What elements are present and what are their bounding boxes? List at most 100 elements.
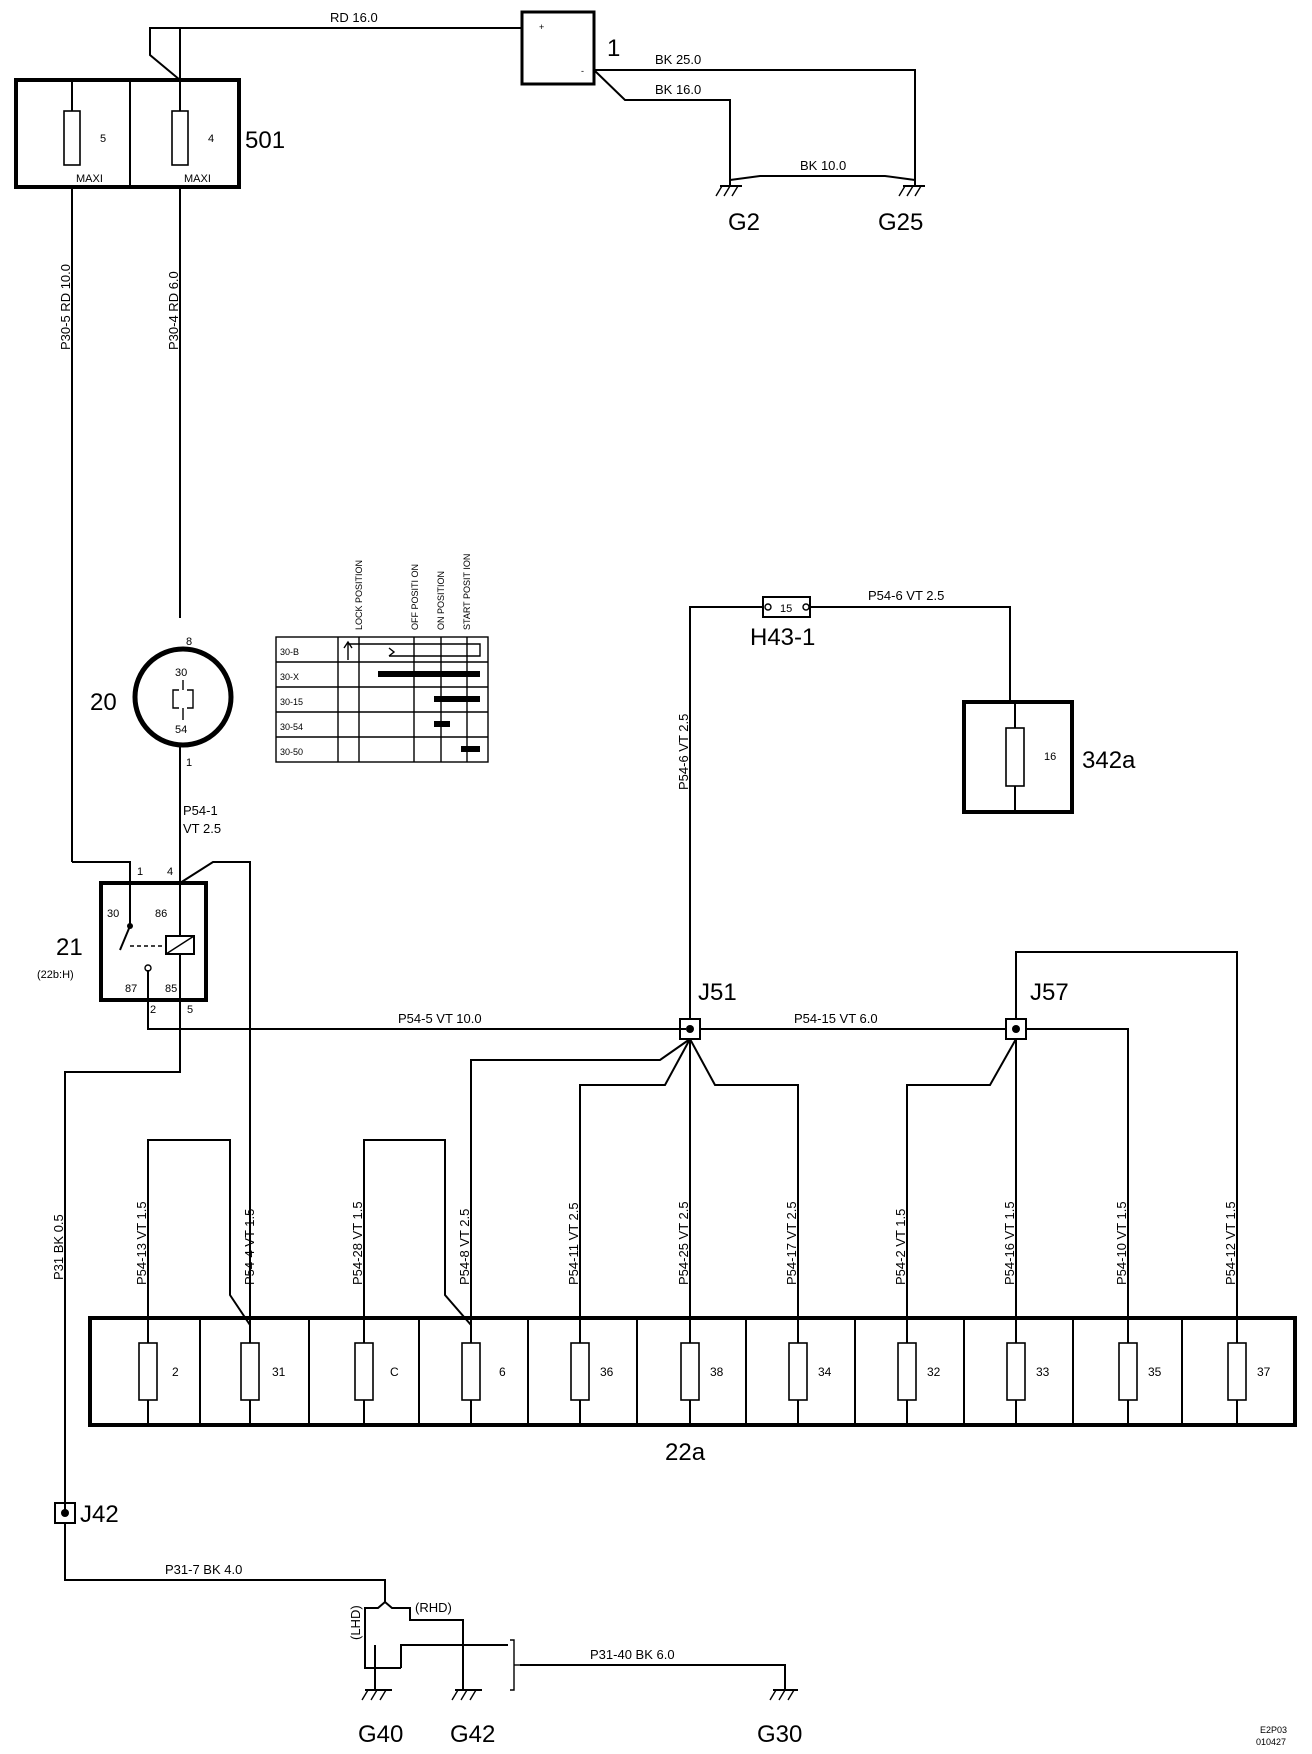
ignition-switch-20: 8 30 54 1 20 <box>90 636 234 769</box>
fuse-22a-34: 34 <box>788 1318 832 1425</box>
svg-text:P54-16 VT 1.5: P54-16 VT 1.5 <box>1002 1201 1017 1285</box>
ground-g42: G42 <box>450 1680 495 1748</box>
svg-text:P54-28 VT 1.5: P54-28 VT 1.5 <box>350 1201 365 1285</box>
svg-text:ON POSITION: ON POSITION <box>436 571 446 630</box>
svg-text:C: C <box>390 1365 399 1379</box>
svg-text:30-X: 30-X <box>280 672 299 682</box>
fuse-box-22a-id: 22a <box>665 1439 706 1466</box>
svg-text:16: 16 <box>1044 751 1056 763</box>
svg-text:P54-8 VT 2.5: P54-8 VT 2.5 <box>457 1209 472 1285</box>
fuse-22a-36: 36 <box>570 1318 614 1425</box>
svg-text:P31-40 BK 6.0: P31-40 BK 6.0 <box>590 1647 675 1662</box>
svg-text:2: 2 <box>150 1004 156 1016</box>
svg-text:30-B: 30-B <box>280 647 299 657</box>
wire-p54-6-horizontal <box>810 606 1011 702</box>
svg-text:J42: J42 <box>80 1501 119 1528</box>
ground-g30: G30 <box>757 1689 802 1748</box>
svg-text:21: 21 <box>56 934 83 961</box>
svg-text:87: 87 <box>125 983 137 995</box>
svg-text:P54-10 VT 1.5: P54-10 VT 1.5 <box>1114 1201 1129 1285</box>
svg-text:P54-11 VT 2.5: P54-11 VT 2.5 <box>566 1202 581 1285</box>
svg-text:BK 25.0: BK 25.0 <box>655 52 701 67</box>
fuse-22a-37: 37 <box>1227 1318 1271 1425</box>
svg-text:P31-7 BK 4.0: P31-7 BK 4.0 <box>165 1562 242 1577</box>
svg-text:34: 34 <box>818 1365 832 1379</box>
ground-g40: G40 <box>358 1680 403 1748</box>
svg-text:37: 37 <box>1257 1365 1271 1379</box>
switch-position-table: 30-B 30-X 30-15 30-54 30-50 LOCK POSITIO… <box>275 554 489 763</box>
svg-text:MAXI: MAXI <box>76 173 103 185</box>
svg-text:6: 6 <box>499 1365 506 1379</box>
fuse-22a-c: C <box>354 1318 399 1425</box>
svg-text:(RHD): (RHD) <box>415 1600 452 1615</box>
svg-text:P54-1: P54-1 <box>183 803 218 818</box>
svg-text:32: 32 <box>927 1365 941 1379</box>
svg-text:P30-4 RD 6.0: P30-4 RD 6.0 <box>166 271 181 350</box>
svg-text:86: 86 <box>155 908 167 920</box>
svg-text:P54-25 VT 2.5: P54-25 VT 2.5 <box>676 1201 691 1285</box>
svg-text:G40: G40 <box>358 1721 403 1748</box>
svg-text:20: 20 <box>90 689 117 716</box>
svg-text:P54-5 VT 10.0: P54-5 VT 10.0 <box>398 1011 482 1026</box>
fuse-22a-31: 31 <box>240 1318 286 1425</box>
svg-text:1: 1 <box>186 757 192 769</box>
fuse-box-22a: 2 31 C 6 36 38 34 32 33 35 37 22a <box>88 1316 1297 1466</box>
svg-text:2: 2 <box>172 1365 179 1379</box>
fuse-342a: 16 342a <box>962 700 1136 814</box>
svg-text:G25: G25 <box>878 209 923 236</box>
svg-text:1: 1 <box>137 866 143 878</box>
relay-21: 1 4 30 86 87 85 2 5 21 (22b:H) <box>37 866 208 1016</box>
svg-text:MAXI: MAXI <box>184 173 211 185</box>
svg-text:-: - <box>581 66 584 76</box>
svg-text:RD 16.0: RD 16.0 <box>330 10 378 25</box>
svg-text:START POSIT ION: START POSIT ION <box>462 554 472 630</box>
svg-text:P54-12 VT 1.5: P54-12 VT 1.5 <box>1223 1201 1238 1285</box>
svg-text:30: 30 <box>107 908 119 920</box>
fuse-box-501-id: 501 <box>245 127 285 154</box>
wire-p54-4 <box>179 861 251 1325</box>
svg-text:H43-1: H43-1 <box>750 624 815 651</box>
wire-bk25 <box>594 69 916 180</box>
drawing-code: E2P03 <box>1260 1725 1287 1735</box>
svg-text:38: 38 <box>710 1365 724 1379</box>
svg-text:BK 16.0: BK 16.0 <box>655 82 701 97</box>
svg-text:J51: J51 <box>698 979 737 1006</box>
svg-text:(22b:H): (22b:H) <box>37 969 74 981</box>
splice-j42: J42 <box>54 1501 119 1528</box>
wire-p54-5 <box>147 1000 686 1030</box>
wire-bk16 <box>593 69 731 180</box>
battery-id: 1 <box>607 35 620 62</box>
connector-h43-1: 15 H43-1 <box>750 596 815 651</box>
fuse-22a-33: 33 <box>1006 1318 1050 1425</box>
wire-p31-7 <box>64 1523 386 1602</box>
svg-text:85: 85 <box>165 983 177 995</box>
svg-text:5: 5 <box>100 133 106 145</box>
svg-text:15: 15 <box>780 603 792 615</box>
maxi-fuse-5 <box>63 110 81 166</box>
svg-text:4: 4 <box>208 133 214 145</box>
svg-text:J57: J57 <box>1030 979 1069 1006</box>
wire-rd16 <box>179 27 522 80</box>
svg-text:4: 4 <box>167 866 173 878</box>
svg-text:33: 33 <box>1036 1365 1050 1379</box>
svg-text:(LHD): (LHD) <box>348 1605 363 1640</box>
svg-text:30-50: 30-50 <box>280 747 303 757</box>
svg-text:30-54: 30-54 <box>280 722 303 732</box>
svg-text:LOCK POSITION: LOCK POSITION <box>354 560 364 630</box>
svg-text:30-15: 30-15 <box>280 697 303 707</box>
ground-g2: G2 <box>715 180 760 236</box>
svg-text:P54-15 VT 6.0: P54-15 VT 6.0 <box>794 1011 878 1026</box>
svg-text:35: 35 <box>1148 1365 1162 1379</box>
svg-text:54: 54 <box>175 724 187 736</box>
ground-g25: G25 <box>878 180 925 236</box>
svg-text:P30-5 RD 10.0: P30-5 RD 10.0 <box>58 264 73 350</box>
svg-text:+: + <box>539 22 544 32</box>
svg-text:VT 2.5: VT 2.5 <box>183 821 221 836</box>
svg-text:5: 5 <box>187 1004 193 1016</box>
svg-text:8: 8 <box>186 636 192 648</box>
svg-text:P54-17 VT 2.5: P54-17 VT 2.5 <box>784 1201 799 1285</box>
fuse-22a-6: 6 <box>461 1318 506 1425</box>
fuse-22a-35: 35 <box>1118 1318 1162 1425</box>
wire-bk10 <box>729 175 916 181</box>
